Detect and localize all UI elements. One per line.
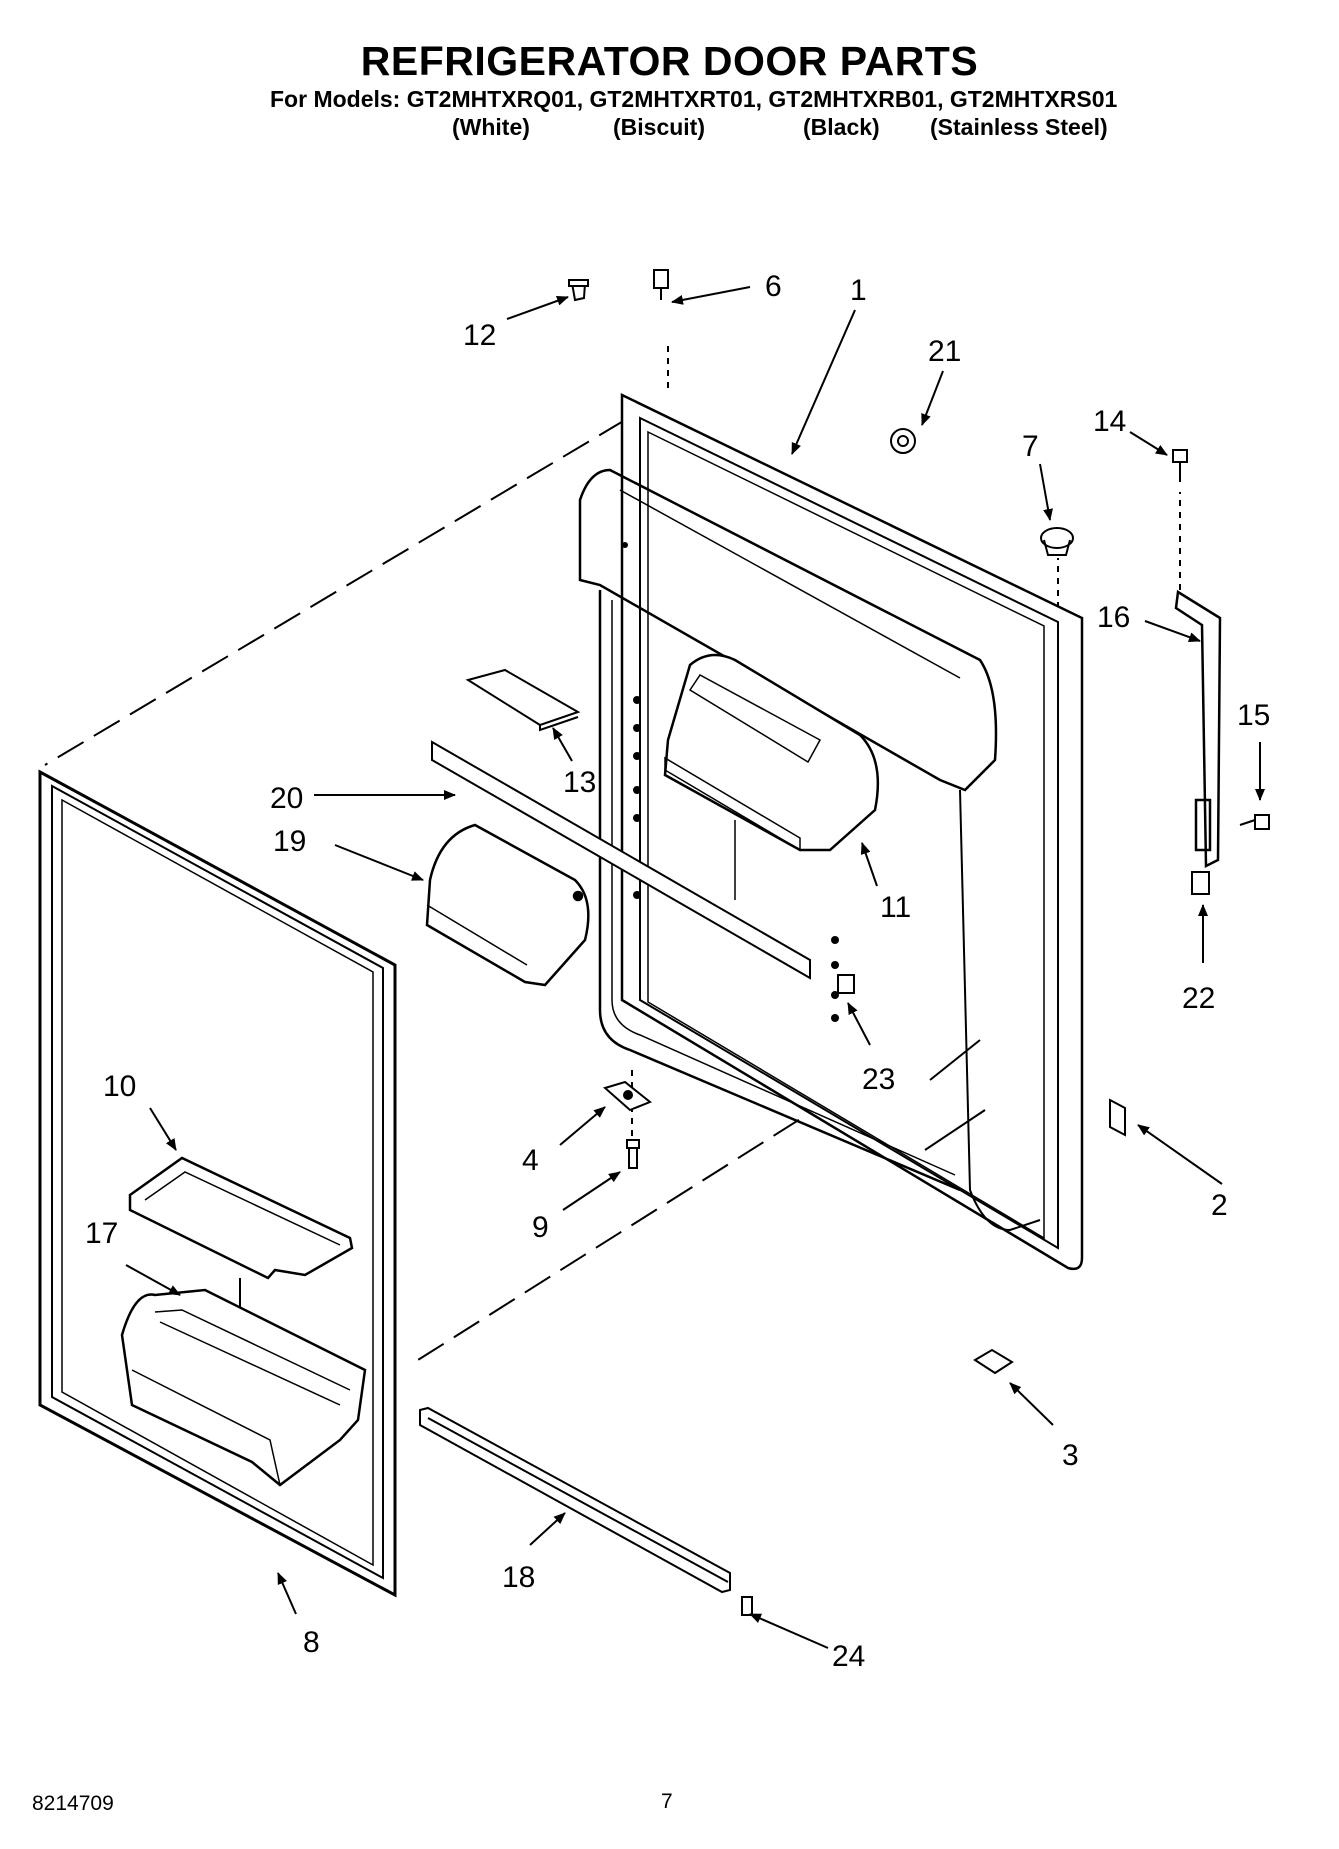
page-number: 7 xyxy=(661,1790,673,1813)
callout-16: 16 xyxy=(1097,601,1130,634)
callout-24: 24 xyxy=(832,1640,865,1673)
document-number: 8214709 xyxy=(32,1792,114,1815)
upper-rail xyxy=(431,740,811,980)
callout-leaders xyxy=(125,286,1265,1649)
shelf-cover xyxy=(128,1156,354,1280)
callout-13: 13 xyxy=(563,766,596,799)
callout-17: 17 xyxy=(85,1217,118,1250)
callout-2: 2 xyxy=(1211,1189,1228,1222)
hardware-parts xyxy=(568,269,1270,1616)
page-title: REFRIGERATOR DOOR PARTS xyxy=(360,38,979,84)
callout-4: 4 xyxy=(522,1144,539,1177)
callout-15: 15 xyxy=(1237,699,1270,732)
door-bin xyxy=(120,1288,367,1487)
callout-1: 1 xyxy=(850,274,867,307)
models-line: For Models: GT2MHTXRQ01, GT2MHTXRT01, GT… xyxy=(270,86,1118,112)
callout-23: 23 xyxy=(862,1063,895,1096)
callout-9: 9 xyxy=(532,1211,549,1244)
callout-22: 22 xyxy=(1182,982,1215,1015)
door-gasket xyxy=(38,769,397,1598)
callout-12: 12 xyxy=(463,319,496,352)
handle-strap xyxy=(1174,589,1222,869)
callout-8: 8 xyxy=(303,1626,320,1659)
lower-rail xyxy=(419,1406,731,1594)
callout-3: 3 xyxy=(1062,1439,1079,1472)
callout-6: 6 xyxy=(765,270,782,303)
dairy-door xyxy=(425,823,590,987)
upper-dairy-bin xyxy=(663,653,880,852)
callout-11: 11 xyxy=(880,891,911,924)
callout-numbers: 1 2 3 4 6 7 8 9 10 11 12 13 14 15 16 17 … xyxy=(85,270,1270,1673)
color-label-biscuit: (Biscuit) xyxy=(613,114,705,140)
callout-18: 18 xyxy=(502,1561,535,1594)
color-label-white: (White) xyxy=(452,114,530,140)
color-label-black: (Black) xyxy=(803,114,880,140)
callout-7: 7 xyxy=(1022,430,1039,463)
color-label-stainless: (Stainless Steel) xyxy=(930,114,1108,140)
pad xyxy=(465,668,581,732)
callout-10: 10 xyxy=(103,1070,136,1103)
callout-21: 21 xyxy=(928,335,961,368)
callout-14: 14 xyxy=(1093,405,1126,438)
callout-20: 20 xyxy=(270,782,303,815)
callout-19: 19 xyxy=(273,825,306,858)
